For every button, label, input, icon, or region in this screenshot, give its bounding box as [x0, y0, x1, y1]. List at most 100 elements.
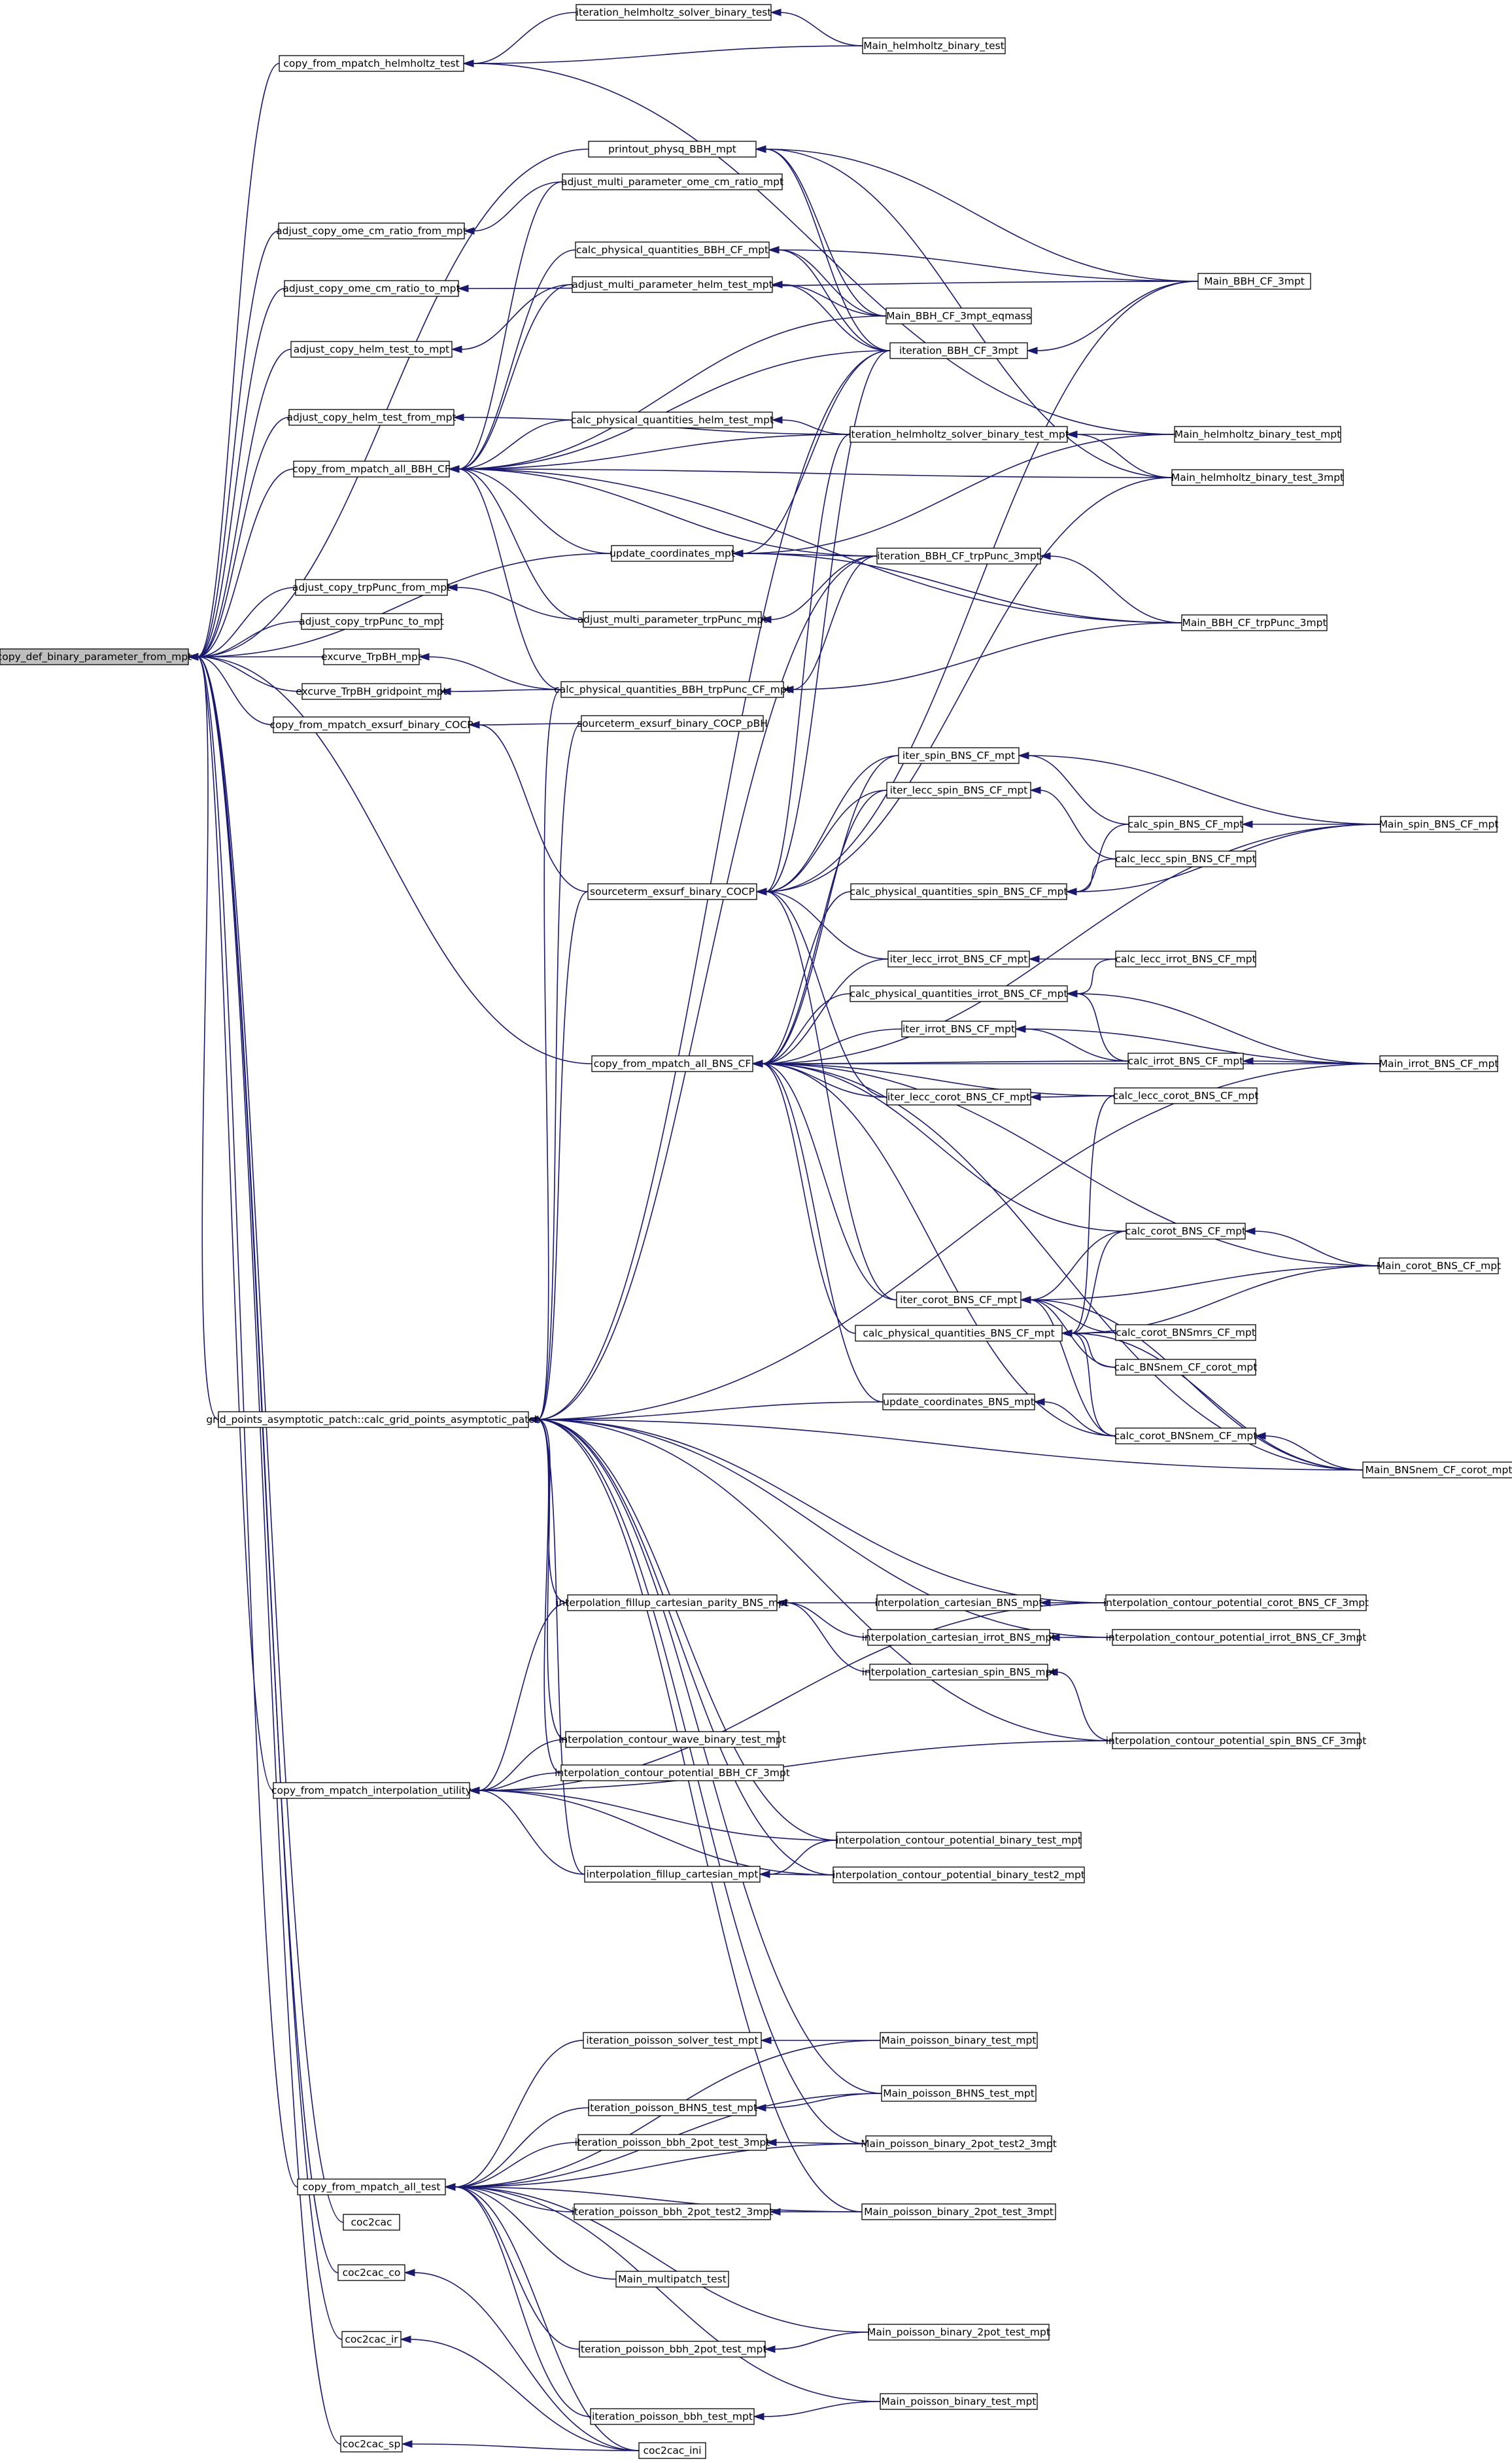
graph-node-cmec[interactable]: copy_from_mpatch_exsurf_binary_COCP — [269, 716, 473, 733]
graph-node-icpbbh[interactable]: interpolation_contour_potential_BBH_CF_3… — [555, 1764, 790, 1781]
graph-node-cpqb[interactable]: calc_physical_quantities_BNS_CF_mpt — [855, 1325, 1063, 1342]
graph-node-iib[interactable]: iter_irrot_BNS_CF_mpt — [901, 1021, 1016, 1038]
graph-node-cbnsn[interactable]: calc_BNSnem_CF_corot_mpt — [1114, 1359, 1258, 1376]
graph-node-ibcft[interactable]: iteration_BBH_CF_trpPunc_3mpt — [876, 548, 1041, 565]
graph-node-c2cir[interactable]: coc2cac_ir — [341, 2331, 402, 2348]
graph-node-mhbt[interactable]: Main_helmholtz_binary_test — [862, 37, 1006, 54]
graph-node-etbg[interactable]: excurve_TrpBH_gridpoint_mpt — [296, 683, 447, 700]
graph-node-cpqib[interactable]: calc_physical_quantities_irrot_BNS_CF_mp… — [850, 985, 1068, 1002]
graph-node-acocrf[interactable]: adjust_copy_ome_cm_ratio_from_mpt — [276, 222, 467, 239]
graph-node-clib[interactable]: calc_lecc_irrot_BNS_CF_mpt — [1115, 951, 1256, 968]
graph-node-cpqbcf[interactable]: calc_physical_quantities_BBH_CF_mpt — [575, 241, 770, 258]
graph-node-mbcf3e[interactable]: Main_BBH_CF_3mpt_eqmass — [885, 307, 1032, 324]
graph-node-mpbt[interactable]: Main_poisson_binary_test_mpt — [880, 2032, 1038, 2049]
graph-node-clcb[interactable]: calc_lecc_corot_BNS_CF_mpt — [1113, 1087, 1259, 1104]
graph-node-c2cini[interactable]: coc2cac_ini — [638, 2442, 706, 2459]
graph-node-amtp[interactable]: adjust_multi_parameter_trpPunc_mpt — [577, 611, 768, 628]
graph-node-csbns[interactable]: calc_spin_BNS_CF_mpt — [1128, 816, 1244, 833]
graph-node-etb[interactable]: excurve_TrpBH_mpt — [321, 648, 422, 665]
graph-node-icb[interactable]: iter_corot_BNS_CF_mpt — [896, 1291, 1022, 1308]
graph-node-amhtm[interactable]: adjust_multi_parameter_helm_test_mpt — [572, 276, 773, 293]
graph-node-icpcb[interactable]: interpolation_contour_potential_corot_BN… — [1103, 1594, 1369, 1611]
graph-node-ihsbtm[interactable]: iteration_helmholtz_solver_binary_test_m… — [848, 426, 1069, 443]
arrowhead-cpqbt-to-etb — [418, 653, 430, 661]
graph-node-mmt[interactable]: Main_multipatch_test — [615, 2271, 729, 2288]
graph-node-ipstm[interactable]: iteration_poisson_solver_test_mpt — [583, 2032, 762, 2049]
graph-node-mbnsn[interactable]: Main_BNSnem_CF_corot_mpt — [1362, 1461, 1512, 1478]
graph-node-icwbt[interactable]: interpolation_contour_wave_binary_test_m… — [558, 1731, 786, 1748]
graph-node-c2c[interactable]: coc2cac — [343, 2214, 400, 2231]
graph-node-icib[interactable]: interpolation_cartesian_irrot_BNS_mpt — [862, 1629, 1056, 1646]
graph-node-ilsb[interactable]: iter_lecc_spin_BNS_CF_mpt — [886, 782, 1031, 799]
graph-node-gpap[interactable]: grid_points_asymptotic_patch::calc_grid_… — [206, 1411, 541, 1428]
node-label: Main_spin_BNS_CF_mpt — [1379, 818, 1499, 831]
node-label: iteration_helmholtz_solver_binary_test_m… — [848, 428, 1069, 441]
graph-node-mhbtm[interactable]: Main_helmholtz_binary_test_mpt — [1174, 426, 1341, 443]
graph-node-acocrt[interactable]: adjust_copy_ome_cm_ratio_to_mpt — [283, 280, 460, 297]
graph-node-icpib[interactable]: interpolation_contour_potential_irrot_BN… — [1106, 1629, 1367, 1646]
graph-node-achtt[interactable]: adjust_copy_helm_test_to_mpt — [290, 341, 453, 358]
graph-node-actf[interactable]: adjust_copy_trpPunc_from_mpt — [292, 579, 451, 596]
graph-node-mpb2t[interactable]: Main_poisson_binary_2pot_test_mpt — [867, 2324, 1050, 2341]
graph-node-c2cco[interactable]: coc2cac_co — [337, 2264, 405, 2281]
graph-node-ifcpb[interactable]: interpolation_fillup_cartesian_parity_BN… — [556, 1594, 789, 1611]
graph-node-ppb[interactable]: printout_physq_BBH_mpt — [588, 141, 757, 158]
graph-node-mbcf3[interactable]: Main_BBH_CF_3mpt — [1197, 273, 1311, 290]
graph-node-ucm[interactable]: update_coordinates_mpt — [610, 545, 735, 562]
graph-node-icpbt[interactable]: interpolation_contour_potential_binary_t… — [836, 1832, 1082, 1849]
graph-node-cpqsb[interactable]: calc_physical_quantities_spin_BNS_CF_mpt — [850, 883, 1068, 900]
graph-node-ccbn[interactable]: calc_corot_BNSnem_CF_mpt — [1114, 1427, 1258, 1444]
graph-node-mpbhns[interactable]: Main_poisson_BHNS_test_mpt — [881, 2085, 1037, 2102]
graph-node-icbns[interactable]: interpolation_cartesian_BNS_mpt — [875, 1594, 1043, 1611]
graph-node-cpqbt[interactable]: calc_physical_quantities_BBH_trpPunc_CF_… — [554, 681, 791, 698]
node-box — [0, 648, 189, 665]
graph-node-ucbns[interactable]: update_coordinates_BNS_mpt — [882, 1393, 1035, 1410]
graph-node-clsb[interactable]: calc_lecc_spin_BNS_CF_mpt — [1115, 850, 1256, 867]
graph-node-icsb[interactable]: interpolation_cartesian_spin_BNS_mpt — [862, 1664, 1056, 1681]
graph-node-ipb2t3[interactable]: iteration_poisson_bbh_2pot_test_3mpt — [575, 2134, 770, 2151]
graph-node-amocr[interactable]: adjust_multi_parameter_ome_cm_ratio_mpt — [561, 173, 783, 190]
graph-node-ibcf3[interactable]: iteration_BBH_CF_3mpt — [889, 342, 1028, 359]
graph-node-cmabns[interactable]: copy_from_mpatch_all_BNS_CF — [591, 1055, 753, 1072]
graph-node-sebc[interactable]: sourceterm_exsurf_binary_COCP — [587, 883, 757, 900]
graph-node-cib[interactable]: calc_irrot_BNS_CF_mpt — [1127, 1053, 1244, 1070]
graph-node-ipb2t23[interactable]: iteration_poisson_bbh_2pot_test2_3mpt — [572, 2203, 774, 2220]
graph-node-msbns[interactable]: Main_spin_BNS_CF_mpt — [1379, 816, 1499, 833]
graph-node-mpb2t3[interactable]: Main_poisson_binary_2pot_test_3mpt — [861, 2203, 1056, 2220]
edge-ucbns-to-gpap — [537, 1401, 884, 1420]
graph-node-ihsbt[interactable]: iteration_helmholtz_solver_binary_test — [576, 4, 772, 21]
arrowhead-clcb-to-cpqb — [1061, 1329, 1073, 1337]
graph-node-cmab[interactable]: copy_from_mpatch_all_BBH_CF — [292, 461, 451, 478]
graph-node-achtf[interactable]: adjust_copy_helm_test_from_mpt — [286, 409, 456, 426]
graph-node-mcb[interactable]: Main_corot_BNS_CF_mpt — [1377, 1257, 1501, 1274]
graph-node-ilcb[interactable]: iter_lecc_corot_BNS_CF_mpt — [886, 1089, 1031, 1106]
graph-node-cmat[interactable]: copy_from_mpatch_all_test — [297, 2178, 446, 2195]
node-label: iter_irrot_BNS_CF_mpt — [902, 1023, 1015, 1036]
graph-node-icpsb[interactable]: interpolation_contour_potential_spin_BNS… — [1106, 1732, 1367, 1749]
graph-node-ifc[interactable]: interpolation_fillup_cartesian_mpt — [584, 1866, 761, 1883]
graph-node-actt[interactable]: adjust_copy_trpPunc_to_mpt — [299, 613, 444, 630]
graph-node-cmiu[interactable]: copy_from_mpatch_interpolation_utility — [271, 1782, 472, 1799]
node-label: adjust_multi_parameter_helm_test_mpt — [572, 279, 772, 291]
graph-node-icpbt2[interactable]: interpolation_contour_potential_binary_t… — [833, 1866, 1085, 1883]
graph-node-cmht[interactable]: copy_from_mpatch_helmholtz_test — [279, 55, 464, 72]
edge-icpbt2-to-ifc — [768, 1874, 834, 1876]
graph-node-isbns[interactable]: iter_spin_BNS_CF_mpt — [898, 747, 1020, 764]
graph-node-ilib[interactable]: iter_lecc_irrot_BNS_CF_mpt — [887, 951, 1030, 968]
node-box — [1197, 273, 1311, 290]
graph-node-ipbt[interactable]: iteration_poisson_bbh_test_mpt — [590, 2408, 755, 2425]
graph-node-ipb2t[interactable]: iteration_poisson_bbh_2pot_test_mpt — [578, 2341, 767, 2358]
graph-node-sebcp[interactable]: sourceterm_exsurf_binary_COCP_pBH — [577, 715, 768, 732]
graph-node-mib[interactable]: Main_irrot_BNS_CF_mpt — [1379, 1055, 1499, 1072]
graph-node-mhbt3[interactable]: Main_helmholtz_binary_test_3mpt — [1171, 469, 1344, 486]
graph-node-ccbm[interactable]: calc_corot_BNSmrs_CF_mpt — [1115, 1324, 1256, 1341]
graph-node-root[interactable]: copy_def_binary_parameter_from_mpt — [0, 648, 192, 665]
graph-node-mpb2t23[interactable]: Main_poisson_binary_2pot_test2_3mpt — [861, 2135, 1057, 2152]
graph-node-c2csp[interactable]: coc2cac_sp — [340, 2436, 403, 2453]
graph-node-mbcft[interactable]: Main_BBH_CF_trpPunc_3mpt — [1181, 614, 1328, 631]
graph-node-ipbhns[interactable]: iteration_poisson_BHNS_test_mpt — [587, 2099, 757, 2116]
graph-node-mpbt2[interactable]: Main_poisson_binary_test_mpt — [880, 2393, 1038, 2410]
graph-node-cpqht[interactable]: calc_physical_quantities_helm_test_mpt — [571, 411, 774, 428]
edge-mbcf3-to-ibcf3 — [1036, 281, 1199, 351]
graph-node-ccb[interactable]: calc_corot_BNS_CF_mpt — [1125, 1223, 1246, 1240]
